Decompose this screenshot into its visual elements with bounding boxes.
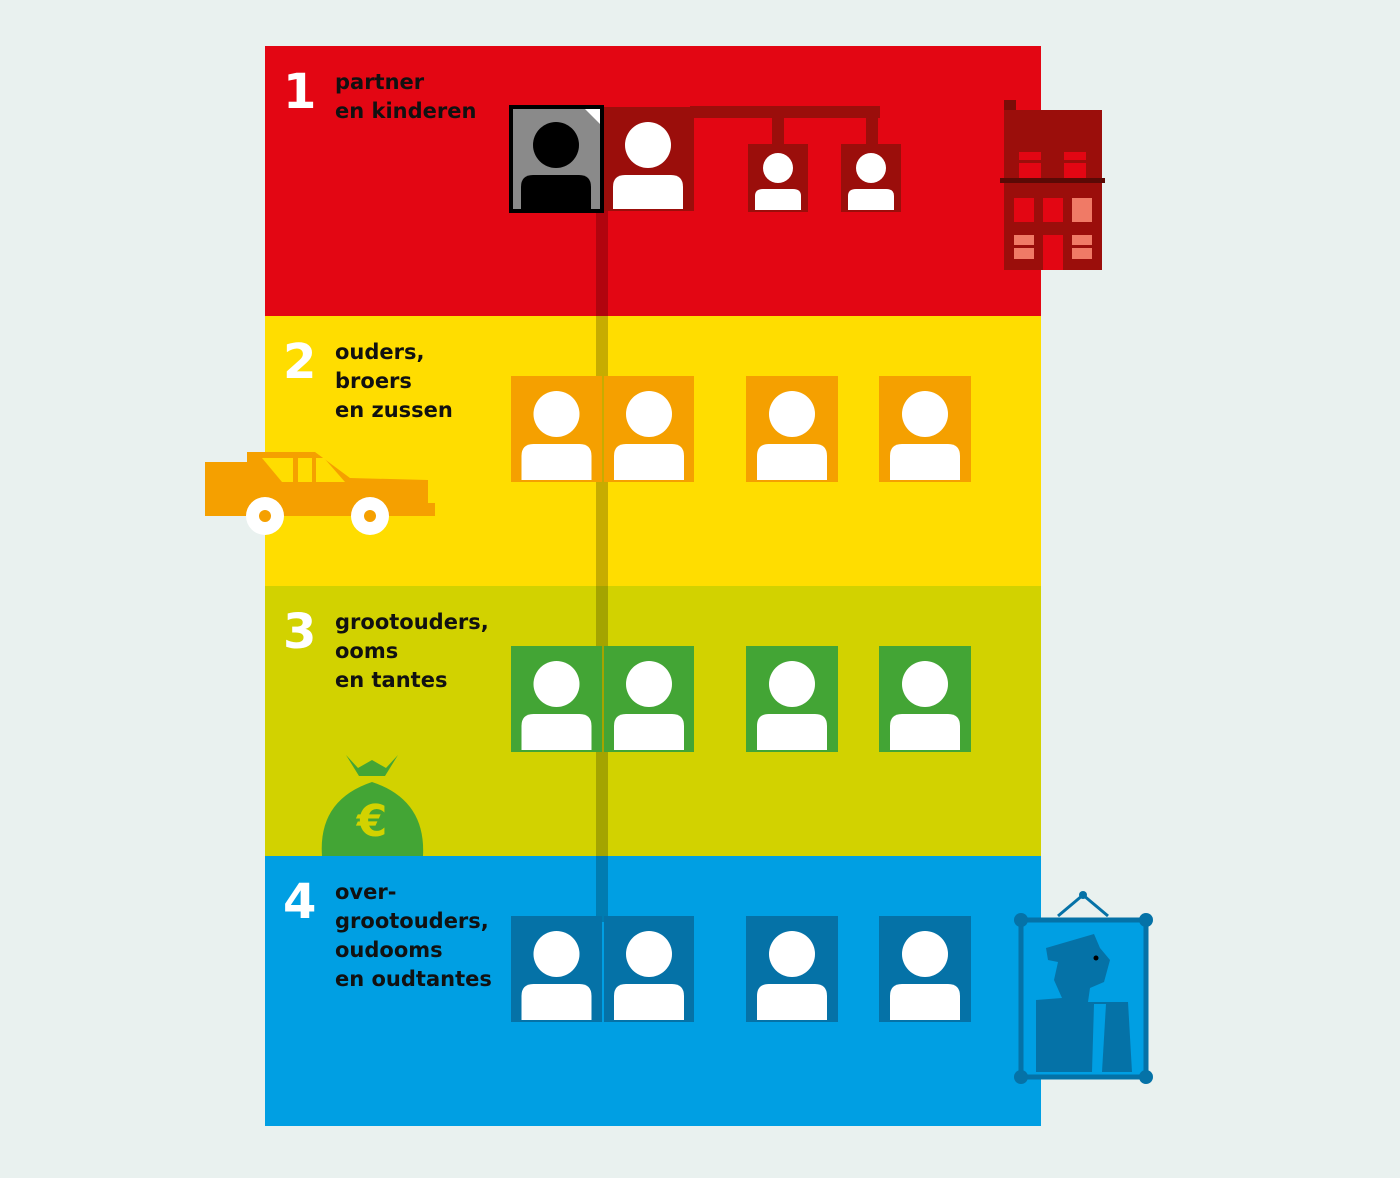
person-box [879, 646, 971, 752]
degree-number: 1 [283, 64, 317, 120]
person-head [902, 661, 948, 707]
degree-label: partner en kinderen [335, 70, 477, 123]
person-box [604, 646, 694, 752]
person-head [902, 931, 948, 977]
person-head [769, 391, 815, 437]
person-box [746, 646, 838, 752]
person-head [902, 391, 948, 437]
person-box [746, 376, 838, 482]
person-head [769, 661, 815, 707]
person-box [604, 376, 694, 482]
house-icon [1000, 100, 1105, 270]
car-icon [205, 452, 435, 535]
child-person-box [841, 144, 901, 212]
person-body [890, 714, 960, 750]
degree-number: 4 [283, 874, 317, 930]
person-body [521, 984, 592, 1020]
family-connector [690, 106, 880, 146]
person-box [511, 376, 602, 482]
person-head [533, 931, 580, 977]
money-bag-icon: € [321, 755, 424, 856]
degree-number: 2 [283, 334, 317, 390]
person-body [521, 444, 592, 480]
person-head [533, 391, 580, 437]
person-head [626, 391, 672, 437]
person-head [626, 661, 672, 707]
person-box [511, 646, 602, 752]
lineage-line [596, 210, 608, 922]
person-box [604, 916, 694, 1022]
partner-person-box [604, 107, 694, 211]
person-body [614, 714, 684, 750]
person-body [757, 444, 827, 480]
portrait-icon [1014, 891, 1153, 1084]
euro-symbol: € [356, 796, 388, 847]
person-box [511, 916, 602, 1022]
person-head [769, 931, 815, 977]
person-body [614, 984, 684, 1020]
person-box [879, 916, 971, 1022]
self-person-box [509, 105, 604, 213]
person-head [626, 931, 672, 977]
person-head [533, 661, 580, 707]
degree-band-1: 1 partner en kinderen [265, 46, 1041, 316]
degree-label: over- grootouders, oudooms en oudtantes [335, 880, 492, 991]
person-body [890, 984, 960, 1020]
person-body [890, 444, 960, 480]
person-box [746, 916, 838, 1022]
child-person-box [748, 144, 808, 212]
person-body [521, 714, 592, 750]
degree-label: grootouders, ooms en tantes [335, 610, 489, 692]
person-body [614, 444, 684, 480]
degree-label: ouders, broers en zussen [335, 340, 453, 422]
person-body [757, 714, 827, 750]
degree-number: 3 [283, 604, 317, 660]
person-body [757, 984, 827, 1020]
person-box [879, 376, 971, 482]
